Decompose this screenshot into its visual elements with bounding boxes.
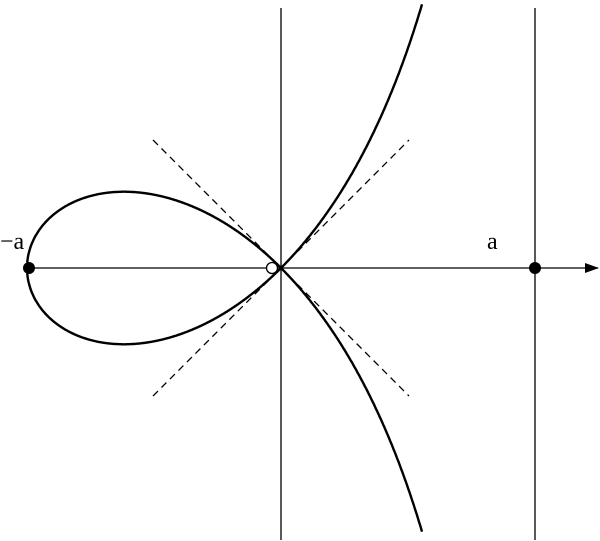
point-neg-a — [23, 262, 35, 274]
label-neg-a: −a — [0, 229, 25, 255]
label-pos-a: a — [487, 229, 498, 255]
strophoid-curve — [25, 3, 424, 533]
origin-open-point — [265, 261, 279, 275]
point-pos-a — [529, 262, 541, 274]
